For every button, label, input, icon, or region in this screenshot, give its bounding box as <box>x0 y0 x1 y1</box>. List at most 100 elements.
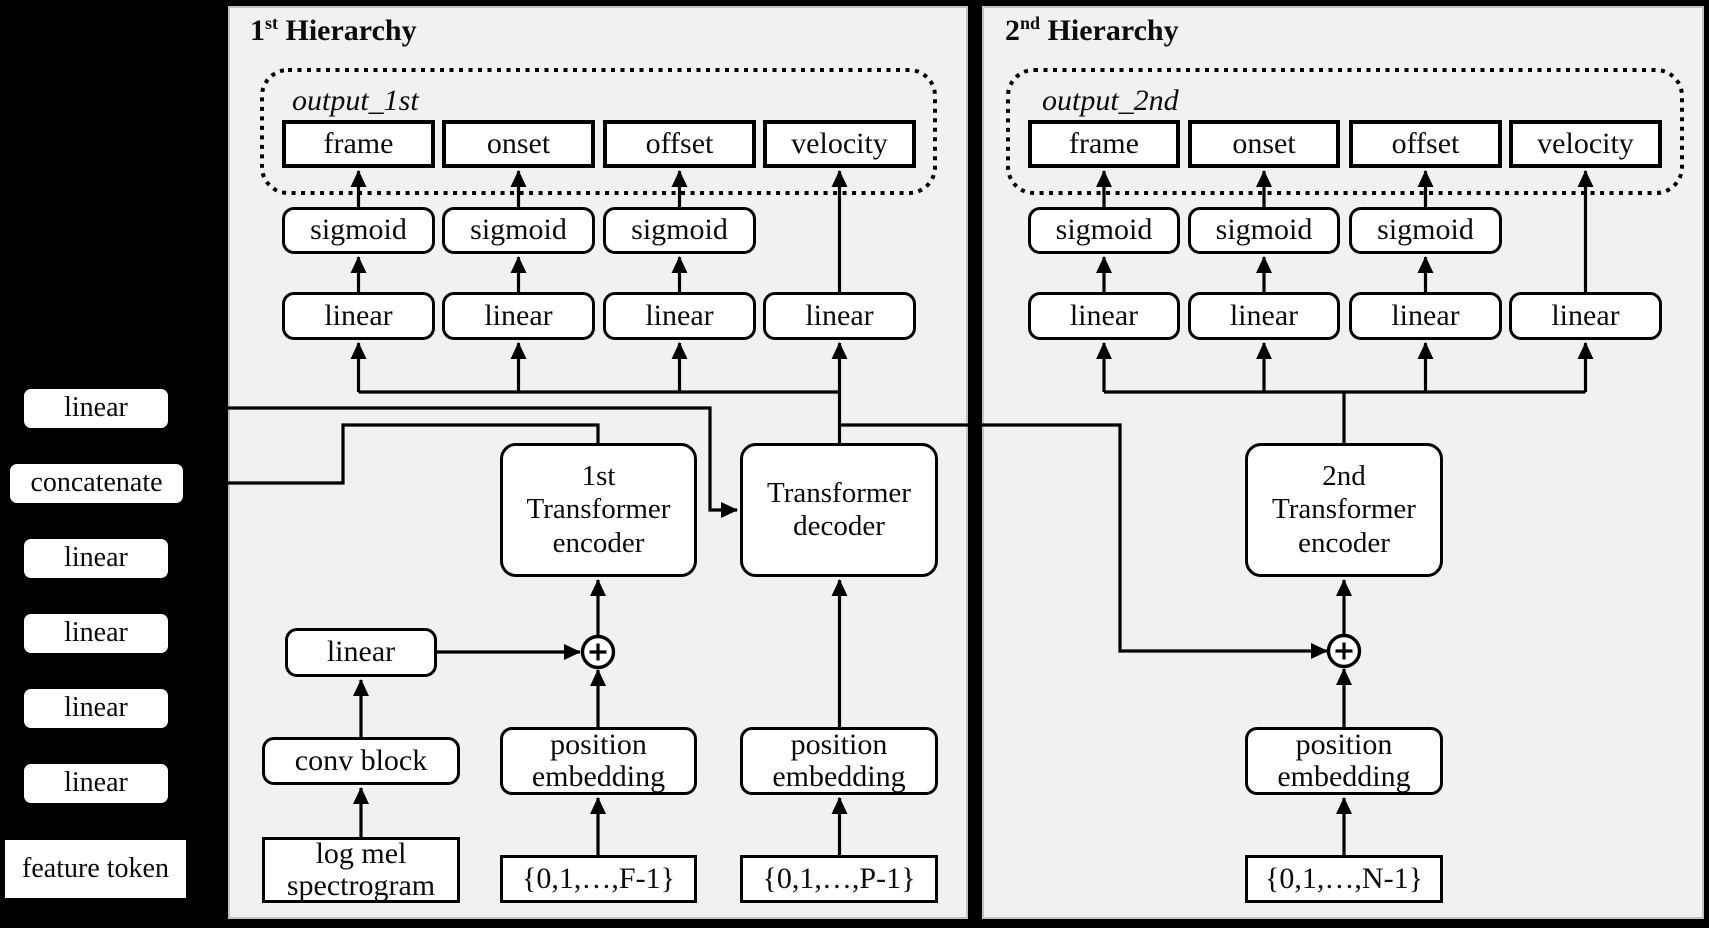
box-label: linear <box>805 298 874 332</box>
h2-sigmoid-onset: sigmoid <box>1188 207 1340 254</box>
h1-output-onset: onset <box>442 120 595 168</box>
h1-log-mel-spectrogram: log mel spectrogram <box>262 837 460 903</box>
sidebar-label: linear <box>64 767 128 799</box>
h1-sigmoid-offset: sigmoid <box>603 207 756 254</box>
h1-position-embedding-decoder: position embedding <box>740 727 938 795</box>
h1-linear-onset: linear <box>442 292 595 340</box>
box-line: position <box>550 727 647 761</box>
h2-position-embedding: position embedding <box>1245 727 1443 795</box>
box-line: embedding <box>531 760 666 793</box>
box-line: decoder <box>793 510 885 542</box>
h1-title-word: Hierarchy <box>285 14 417 47</box>
h2-output-onset: onset <box>1188 120 1340 168</box>
box-label: linear <box>1069 298 1139 332</box>
h2-transformer-encoder: 2nd Transformer encoder <box>1245 443 1443 577</box>
box-line: Transformer <box>526 493 671 526</box>
sidebar-box-linear-3: linear <box>22 612 170 655</box>
h2-title-ordinal: nd <box>1020 13 1041 33</box>
h2-output-group-label: output_2nd <box>1042 84 1179 117</box>
sidebar-box-linear-1: linear <box>22 387 170 430</box>
box-label: {0,1,…,F-1} <box>522 861 675 895</box>
box-line: Transformer <box>767 476 911 509</box>
h1-transformer-decoder: Transformer decoder <box>740 443 938 577</box>
h1-sigmoid-onset: sigmoid <box>442 207 595 254</box>
box-label: {0,1,…,P-1} <box>762 861 916 895</box>
box-label: frame <box>1069 126 1139 160</box>
h1-title: 1st Hierarchy <box>250 14 417 48</box>
h1-output-offset: offset <box>603 120 756 168</box>
box-line: log mel <box>315 836 407 870</box>
h1-linear-frame: linear <box>282 292 435 340</box>
h2-title-word: Hierarchy <box>1047 14 1179 47</box>
h1-position-embedding-freq: position embedding <box>500 727 697 795</box>
box-label: linear <box>645 298 714 332</box>
box-line: position <box>1295 727 1393 761</box>
h1-output-group-label: output_1st <box>292 84 419 117</box>
sidebar-box-linear-4: linear <box>22 687 170 730</box>
sidebar-label: linear <box>64 392 128 424</box>
h2-tokens: {0,1,…,N-1} <box>1245 855 1443 903</box>
h1-tokens-freq: {0,1,…,F-1} <box>500 855 697 903</box>
box-line: 2nd <box>1322 460 1366 493</box>
box-label: sigmoid <box>1377 213 1474 247</box>
h1-tokens-decoder: {0,1,…,P-1} <box>740 855 938 903</box>
h2-title: 2nd Hierarchy <box>1005 14 1179 48</box>
h2-linear-offset: linear <box>1349 292 1502 340</box>
box-line: embedding <box>772 760 906 793</box>
box-label: offset <box>1391 126 1460 160</box>
box-label: frame <box>323 126 394 160</box>
h1-conv-block: conv block <box>262 737 460 785</box>
sidebar-box-concatenate: concatenate <box>8 462 185 505</box>
box-line: position <box>790 727 888 761</box>
box-label: onset <box>1232 126 1296 160</box>
h2-output-frame: frame <box>1028 120 1180 168</box>
box-label: onset <box>486 126 551 160</box>
box-label: linear <box>324 298 393 332</box>
h2-sigmoid-offset: sigmoid <box>1349 207 1502 254</box>
box-label: linear <box>1229 298 1299 332</box>
box-label: sigmoid <box>631 213 728 247</box>
sidebar-label: concatenate <box>30 467 163 499</box>
h1-output-frame: frame <box>282 120 435 168</box>
box-label: sigmoid <box>1055 213 1153 247</box>
box-label: linear <box>1551 298 1620 332</box>
box-line: Transformer <box>1272 493 1416 526</box>
box-label: linear <box>484 298 553 332</box>
h2-output-velocity: velocity <box>1509 120 1662 168</box>
box-line: 1st <box>581 460 616 493</box>
h1-title-ordinal: st <box>265 13 278 33</box>
h2-output-offset: offset <box>1349 120 1502 168</box>
h1-linear-offset: linear <box>603 292 756 340</box>
box-label: velocity <box>791 126 888 160</box>
h1-linear-velocity: linear <box>763 292 916 340</box>
box-line: embedding <box>1277 760 1411 793</box>
box-label: conv block <box>294 743 428 777</box>
sidebar-label: linear <box>64 542 128 574</box>
h1-output-velocity: velocity <box>763 120 916 168</box>
box-label: sigmoid <box>310 213 407 247</box>
sidebar-label: feature token <box>22 852 169 884</box>
h1-linear-projection: linear <box>285 628 437 677</box>
h2-linear-frame: linear <box>1028 292 1180 340</box>
box-label: {0,1,…,N-1} <box>1265 861 1423 895</box>
sidebar-box-linear-2: linear <box>22 537 170 580</box>
sidebar-box-linear-5: linear <box>22 762 170 805</box>
h2-title-number: 2 <box>1005 14 1020 47</box>
sidebar-label: linear <box>64 617 128 649</box>
box-label: velocity <box>1537 126 1634 160</box>
box-label: offset <box>645 126 714 160</box>
h2-linear-velocity: linear <box>1509 292 1662 340</box>
h1-sigmoid-frame: sigmoid <box>282 207 435 254</box>
h2-linear-onset: linear <box>1188 292 1340 340</box>
box-label: sigmoid <box>470 213 567 247</box>
box-line: encoder <box>1298 526 1390 559</box>
h1-title-number: 1 <box>250 14 265 47</box>
box-label: linear <box>1391 298 1460 332</box>
sidebar-label: linear <box>64 692 128 724</box>
sidebar-box-feature-token: feature token <box>3 838 188 900</box>
h1-transformer-encoder: 1st Transformer encoder <box>500 443 697 577</box>
box-line: encoder <box>552 526 645 559</box>
h2-sigmoid-frame: sigmoid <box>1028 207 1180 254</box>
box-line: spectrogram <box>286 869 436 902</box>
